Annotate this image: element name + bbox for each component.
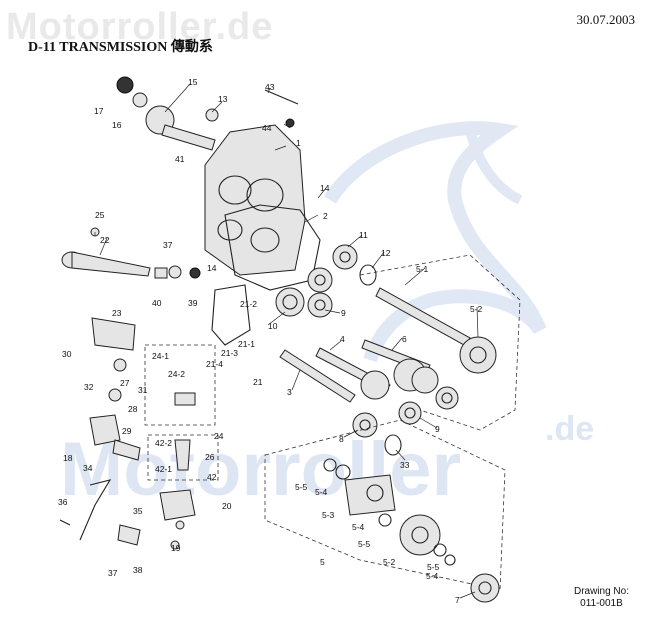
callout-14-upper: 14 [320, 183, 330, 193]
group-box-42 [147, 434, 219, 481]
left-small-parts [59, 317, 196, 550]
callout-34: 34 [83, 463, 93, 473]
part-42 [174, 439, 191, 471]
callout-42-1: 42-1 [155, 464, 172, 474]
callout-5-5-b: 5-5 [358, 539, 371, 549]
callout-5-5-a: 5-5 [295, 482, 308, 492]
group-box-5-1 [359, 254, 521, 431]
callout-11: 11 [359, 230, 368, 240]
callout-17: 17 [94, 106, 104, 116]
callout-40: 40 [152, 298, 162, 308]
callout-10: 10 [268, 321, 278, 331]
callout-39: 39 [188, 298, 198, 308]
drawing-number-label: Drawing No: [573, 586, 629, 597]
callout-24-1: 24-1 [152, 351, 169, 361]
callout-labels: 1 2 3 4 5 5-1 5-2 5-2 5-3 5-4 5-4 5-4 5-… [58, 77, 483, 605]
callout-5-4-a: 5-4 [315, 487, 328, 497]
callout-5-5-c: 5-5 [427, 562, 440, 572]
callout-14-lower: 14 [207, 263, 217, 273]
callout-21: 21 [253, 377, 263, 387]
callout-6: 6 [402, 334, 407, 344]
callout-5-2-lower: 5-2 [383, 557, 396, 567]
callout-22: 22 [100, 235, 110, 245]
callout-41: 41 [175, 154, 185, 164]
date-stamp: 30.07.2003 [576, 12, 636, 27]
leader-lines [94, 83, 479, 599]
callout-13: 13 [218, 94, 228, 104]
callout-27: 27 [120, 378, 130, 388]
part-24 [174, 392, 196, 406]
upper-bearings [275, 244, 377, 318]
callout-5-1: 5-1 [416, 264, 429, 274]
callout-26: 26 [205, 452, 215, 462]
callout-7: 7 [455, 595, 460, 605]
callout-28: 28 [128, 404, 138, 414]
callout-8: 8 [339, 434, 344, 444]
callout-42: 42 [207, 472, 217, 482]
transmission-case [204, 124, 306, 276]
callout-42-2: 42-2 [155, 438, 172, 448]
callout-33: 33 [400, 460, 410, 470]
gasket [224, 204, 321, 291]
callout-3: 3 [287, 387, 292, 397]
callout-37-lower: 37 [108, 568, 118, 578]
callout-23: 23 [112, 308, 122, 318]
callout-21-2: 21-2 [240, 299, 257, 309]
callout-15: 15 [188, 77, 198, 87]
callout-36: 36 [58, 497, 68, 507]
callout-5-4-c: 5-4 [426, 571, 439, 581]
callout-25: 25 [95, 210, 105, 220]
callout-12: 12 [381, 248, 391, 258]
kick-shaft-assembly [116, 76, 299, 151]
callout-35: 35 [133, 506, 143, 516]
callout-24-2: 24-2 [168, 369, 185, 379]
callout-31: 31 [138, 385, 148, 395]
page-title: D-11 TRANSMISSION 傳動系 [28, 40, 213, 55]
callout-37-upper: 37 [163, 240, 173, 250]
callout-43: 43 [265, 82, 275, 92]
watermark-brand: Motorroller [60, 427, 461, 512]
callout-30: 30 [62, 349, 72, 359]
lower-gear-group [323, 458, 500, 603]
callout-29: 29 [122, 426, 132, 436]
watermark-top-text: Motorroller.de [6, 6, 274, 48]
callout-24: 24 [214, 431, 224, 441]
callout-21-4: 21-4 [206, 359, 223, 369]
drawing-number-block: Drawing No: 011-001B [574, 586, 629, 610]
callout-9-lower: 9 [435, 424, 440, 434]
callout-38: 38 [133, 565, 143, 575]
callout-21-3: 21-3 [221, 348, 238, 358]
callout-1: 1 [296, 138, 301, 148]
watermark-logo [324, 121, 547, 363]
output-shaft [375, 287, 497, 374]
callout-5: 5 [320, 557, 325, 567]
gear-shafts [279, 339, 459, 456]
callout-21-1: 21-1 [238, 339, 255, 349]
callout-4: 4 [340, 334, 345, 344]
callout-5-3: 5-3 [322, 510, 335, 520]
drawing-number: 011-001B [580, 598, 623, 609]
kick-lever [61, 227, 201, 279]
callout-20: 20 [222, 501, 232, 511]
callout-16: 16 [112, 120, 122, 130]
callout-44: 44 [262, 123, 272, 133]
callout-19: 19 [171, 543, 181, 553]
group-box-24 [144, 344, 216, 426]
watermark-suffix: .de [545, 410, 594, 448]
callout-5-4-b: 5-4 [352, 522, 365, 532]
callout-18: 18 [63, 453, 73, 463]
callout-5-2-upper: 5-2 [470, 304, 483, 314]
callout-32: 32 [84, 382, 94, 392]
callout-2: 2 [323, 211, 328, 221]
bracket [211, 284, 251, 346]
callout-9-upper: 9 [341, 308, 346, 318]
